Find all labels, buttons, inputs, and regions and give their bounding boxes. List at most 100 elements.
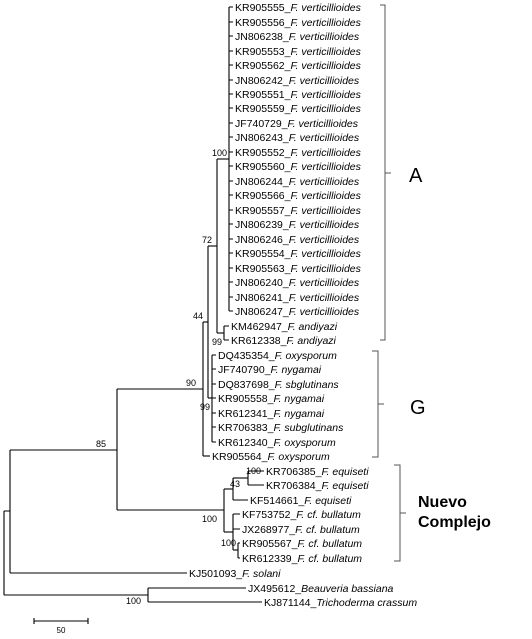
clade-label-nuevo: Nuevo: [418, 494, 467, 511]
taxon-accession: KR905551_: [235, 89, 291, 101]
taxon-species: F. subglutinans: [273, 422, 344, 434]
taxon-species: F. sbglutinans: [275, 379, 340, 391]
taxon-label: KR612338_F. andiyazi: [231, 335, 337, 347]
taxon-accession: JX268977_: [242, 524, 295, 536]
taxon-species: F. equiseti: [321, 466, 369, 478]
taxon-label: KR905553_F. verticillioides: [235, 46, 362, 58]
taxon-label: JN806241_F. verticillioides: [235, 292, 360, 304]
taxon-accession: JX495612_: [248, 583, 301, 595]
taxon-label: KR905567_F. cf. bullatum: [242, 538, 362, 550]
taxon-species: F. verticillioides: [288, 118, 359, 130]
taxon-species: F. verticillioides: [290, 46, 361, 58]
taxon-accession: KR905553_: [235, 46, 291, 58]
taxon-label: KM462947_F. andiyazi: [231, 321, 338, 333]
taxon-accession: JF740729_: [235, 118, 288, 130]
taxon-species: F. andiyazi: [286, 335, 336, 347]
taxon-species: F. verticillioides: [290, 190, 361, 202]
taxon-accession: KF753752_: [242, 509, 296, 521]
taxon-accession: KR905559_: [235, 103, 291, 115]
taxon-label: KR706383_F. subglutinans: [218, 422, 344, 434]
taxon-label: KR905562_F. verticillioides: [235, 60, 362, 72]
taxon-label: DQ837698_F. sbglutinans: [218, 379, 339, 391]
taxon-accession: KR706383_: [218, 422, 274, 434]
taxon-accession: KR905555_: [235, 2, 291, 14]
taxon-accession: KR612341_: [218, 408, 274, 420]
taxon-label: JN806246_F. verticillioides: [235, 234, 360, 246]
taxon-accession: KR905556_: [235, 17, 291, 29]
taxon-species: F. verticillioides: [290, 205, 361, 217]
bootstrap-value: 99: [200, 402, 210, 412]
taxon-label: KR905559_F. verticillioides: [235, 103, 362, 115]
taxon-accession: DQ837698_: [218, 379, 275, 391]
taxon-species: F. verticillioides: [289, 277, 360, 289]
clade-label-g: G: [410, 397, 426, 419]
taxon-species: F. cf. bullatum: [297, 538, 362, 550]
bootstrap-value: 85: [96, 439, 106, 449]
taxon-accession: KR905566_: [235, 190, 291, 202]
bootstrap-value: 72: [202, 235, 212, 245]
taxon-species: F. verticillioides: [290, 147, 361, 159]
taxon-species: F. solani: [242, 568, 281, 580]
taxon-species: F. cf. bullatum: [296, 509, 361, 521]
bootstrap-value: 44: [193, 311, 203, 321]
taxon-accession: JN806246_: [235, 234, 289, 246]
taxon-label: JN806247_F. verticillioides: [235, 306, 360, 318]
taxon-labels: KR905555_ F. verticillioides KR905556_ F. v…: [189, 2, 417, 609]
taxon-species: Trichoderma crassum: [316, 597, 417, 609]
taxon-species: F. oxysporum: [267, 451, 329, 463]
taxon-label: JN806242_F. verticillioides: [235, 75, 360, 87]
taxon-accession: KJ871144_: [264, 597, 317, 609]
taxon-label: KR905551_F. verticillioides: [235, 89, 362, 101]
bootstrap-values: 100 72 44 99 90 99 85 100 43 100 100 100: [96, 148, 261, 606]
taxon-label: KR905557_F. verticillioides: [235, 205, 362, 217]
taxon-accession: JN806240_: [235, 277, 289, 289]
taxon-label: KR706384_F. equiseti: [266, 480, 369, 492]
taxon-accession: JN806247_: [235, 306, 289, 318]
taxon-accession: JN806239_: [235, 219, 289, 231]
bootstrap-value: 100: [221, 538, 236, 548]
bracket-clade-a: [380, 4, 391, 341]
bootstrap-value: 90: [186, 378, 196, 388]
taxon-label: JN806244_F. verticillioides: [235, 176, 360, 188]
taxon-label: JN806240_F. verticillioides: [235, 277, 360, 289]
taxon-label: DQ435354_F. oxysporum: [218, 350, 337, 362]
taxon-label: JN806238_F. verticillioides: [235, 31, 360, 43]
bootstrap-value: 43: [230, 479, 240, 489]
taxon-species: F. verticillioides: [290, 60, 361, 72]
taxon-accession: JN806238_: [235, 31, 289, 43]
scale-bar: 50: [33, 618, 89, 635]
taxon-label: KF514661_F. equiseti: [250, 495, 352, 507]
taxon-species: F. verticillioides: [289, 132, 360, 144]
taxon-accession: KR905562_: [235, 60, 291, 72]
taxon-accession: KR905558_: [218, 393, 274, 405]
taxon-label: KJ871144_Trichoderma crassum: [264, 597, 417, 609]
taxon-species: F. equiseti: [321, 480, 369, 492]
taxon-accession: JN806242_: [235, 75, 289, 87]
taxon-accession: KJ501093_: [189, 568, 242, 580]
taxon-label: KR612339_F. cf. bullatum: [242, 553, 362, 565]
taxon-species: F. verticillioides: [290, 161, 361, 173]
taxon-label: KR905554_F. verticillioides: [235, 248, 362, 260]
taxon-species: F. equiseti: [304, 495, 352, 507]
taxon-species: F. verticillioides: [290, 103, 361, 115]
taxon-label: KR905564_F. oxysporum: [212, 451, 330, 463]
taxon-species: F. cf. bullatum: [295, 524, 360, 536]
taxon-accession: JF740790_: [218, 364, 271, 376]
taxon-species: F. verticillioides: [289, 75, 360, 87]
taxon-label: JX495612_Beauveria bassiana: [248, 583, 394, 595]
scale-bar-label: 50: [57, 626, 66, 635]
clade-brackets: [372, 4, 406, 562]
taxon-accession: JN806244_: [235, 176, 289, 188]
bootstrap-value: 100: [202, 514, 217, 524]
taxon-species: F. nygamai: [273, 408, 324, 420]
taxon-accession: KR706385_: [266, 466, 322, 478]
taxon-species: F. oxysporum: [273, 437, 335, 449]
bootstrap-value: 99: [212, 337, 222, 347]
taxon-accession: KR905567_: [242, 538, 298, 550]
tree-branches: [3, 6, 264, 603]
taxon-label: KR905563_F. verticillioides: [235, 263, 362, 275]
taxon-label: KR612340_F. oxysporum: [218, 437, 336, 449]
taxon-species: F. verticillioides: [289, 176, 360, 188]
taxon-accession: JN806243_: [235, 132, 289, 144]
taxon-label: KR905566_F. verticillioides: [235, 190, 362, 202]
